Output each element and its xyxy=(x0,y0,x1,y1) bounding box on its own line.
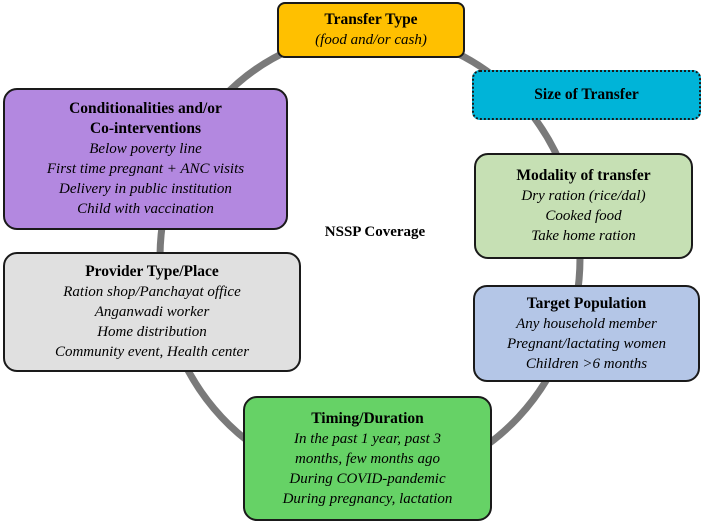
node-item: Home distribution xyxy=(97,324,207,340)
node-item: Delivery in public institution xyxy=(59,181,232,197)
node-item: During pregnancy, lactation xyxy=(282,490,453,507)
node-modality: Modality of transfer Dry ration (rice/da… xyxy=(474,153,693,259)
node-item: Children >6 months xyxy=(525,355,648,372)
node-item: During COVID-pandemic xyxy=(289,470,446,487)
node-item: Cooked food xyxy=(545,208,622,224)
node-item: months, few months ago xyxy=(294,450,440,467)
node-item: Take home ration xyxy=(531,228,636,244)
node-timing: Timing/Duration In the past 1 year, past… xyxy=(243,396,492,521)
node-target-population: Target Population Any household member P… xyxy=(473,285,700,382)
node-title: Target Population xyxy=(526,294,647,312)
node-conditionalities: Conditionalities and/or Co-interventions… xyxy=(3,88,288,230)
center-label: NSSP Coverage xyxy=(324,224,426,240)
node-size-of-transfer: Size of Transfer xyxy=(472,70,701,120)
node-item: Anganwadi worker xyxy=(94,304,210,320)
node-title: Size of Transfer xyxy=(534,86,639,103)
node-item: Pregnant/lactating women xyxy=(506,335,666,352)
node-item: Ration shop/Panchayat office xyxy=(63,284,241,300)
node-item: Child with vaccination xyxy=(77,201,214,217)
node-item: (food and/or cash) xyxy=(315,32,427,48)
node-transfer-type: Transfer Type (food and/or cash) xyxy=(277,2,465,58)
node-item: Dry ration (rice/dal) xyxy=(521,188,646,204)
node-provider: Provider Type/Place Ration shop/Panchaya… xyxy=(3,252,301,372)
node-item: Any household member xyxy=(516,315,657,332)
node-title: Co-interventions xyxy=(89,120,202,137)
node-title: Provider Type/Place xyxy=(85,263,219,280)
node-title: Modality of transfer xyxy=(516,167,651,184)
node-item: First time pregnant + ANC visits xyxy=(46,161,245,177)
node-item: In the past 1 year, past 3 xyxy=(293,430,442,447)
node-title: Conditionalities and/or xyxy=(69,100,222,117)
node-item: Community event, Health center xyxy=(54,344,250,360)
node-item: Below poverty line xyxy=(89,141,202,157)
node-title: Timing/Duration xyxy=(311,409,424,427)
node-title: Transfer Type xyxy=(324,11,418,28)
